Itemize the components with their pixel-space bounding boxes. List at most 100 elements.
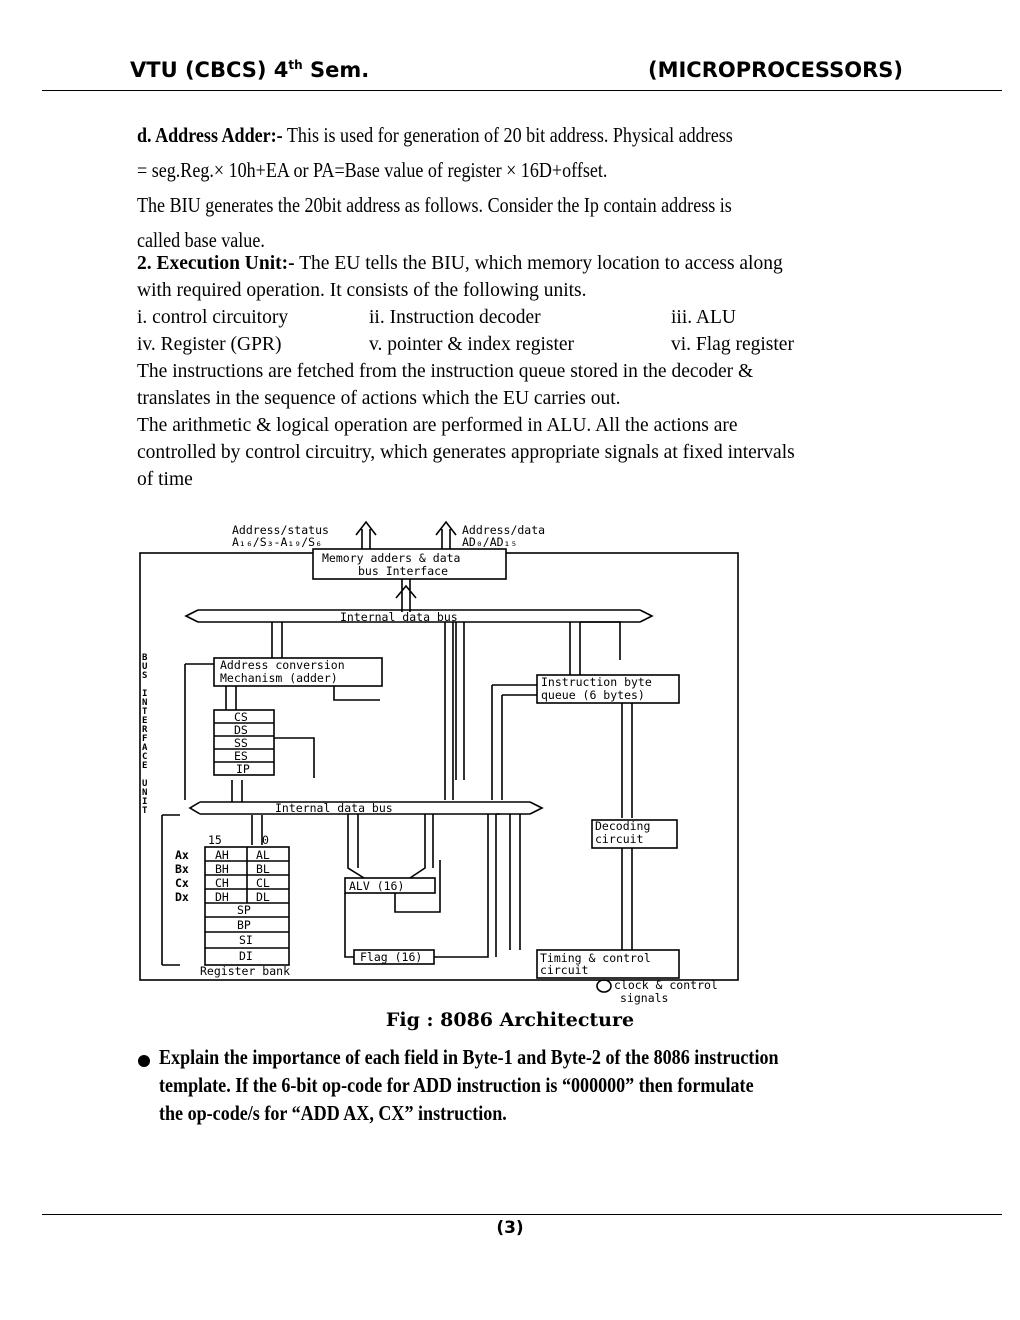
address-conversion-label: Mechanism (adder) — [220, 671, 338, 685]
bit-0-label: 0 — [262, 833, 269, 847]
address-adder-line3: The BIU generates the 20bit address as f… — [137, 193, 732, 217]
gp-high-reg: BH — [215, 862, 229, 876]
instruction-queue-box — [536, 674, 680, 704]
biu-letter: E — [142, 716, 147, 726]
segment-register-block — [213, 709, 275, 776]
address-adder-heading: d. Address Adder:- — [137, 123, 283, 147]
architecture-diagram: Address/status A₁₆/S₃-A₁₉/S₆ Address/dat… — [139, 520, 739, 1005]
alu-box — [344, 877, 436, 894]
internal-data-bus-top — [184, 609, 654, 623]
clock-signals-label: clock & control — [614, 978, 718, 992]
segment-register-label: ES — [234, 749, 248, 763]
pointer-reg: SI — [239, 933, 253, 947]
question-line: template. If the 6-bit op-code for ADD i… — [159, 1073, 754, 1097]
biu-letter: S — [142, 671, 147, 681]
biu-letter: F — [142, 734, 147, 744]
units-row-1: i. control circuitory ii. Instruction de… — [137, 304, 897, 331]
execution-unit-line2: with required operation. It consists of … — [137, 280, 587, 301]
address-adder-line2: = seg.Reg.× 10h+EA or PA=Base value of r… — [137, 158, 608, 182]
biu-letter: I — [142, 689, 147, 699]
pointer-reg: DI — [239, 949, 253, 963]
question-line: the op-code/s for “ADD AX, CX” instructi… — [159, 1101, 507, 1125]
flag-label: Flag (16) — [360, 950, 422, 964]
question-block: Explain the importance of each field in … — [159, 1043, 949, 1127]
gp-register-name: Dx — [175, 890, 189, 904]
address-adder-section: d. Address Adder:- This is used for gene… — [137, 118, 897, 258]
pointer-reg: SP — [237, 903, 251, 917]
address-status-label: Address/status — [232, 523, 329, 537]
paragraph2-line: The arithmetic & logical operation are p… — [137, 415, 738, 436]
address-status-arrow — [355, 520, 377, 549]
biu-letter: I — [142, 797, 147, 807]
memory-interface-box — [312, 548, 507, 580]
unit-item: v. pointer & index register — [369, 334, 575, 355]
gp-low-reg: DL — [256, 890, 270, 904]
unit-item: iii. ALU — [671, 307, 737, 328]
address-data-label: Address/data — [462, 523, 545, 537]
bit-15-label: 15 — [208, 833, 222, 847]
gp-high-reg: CH — [215, 876, 229, 890]
memory-interface-label: Memory adders & data — [322, 551, 460, 565]
memory-interface-label: bus Interface — [358, 564, 448, 578]
timing-label: Timing & control — [540, 951, 651, 965]
unit-item: vi. Flag register — [671, 334, 794, 355]
gp-register-name: Cx — [175, 876, 189, 890]
segment-register-label: DS — [234, 723, 248, 737]
paragraph2-line: of time — [137, 469, 193, 490]
register-bank-label: Register bank — [200, 964, 290, 978]
biu-letter: T — [142, 806, 148, 816]
address-conversion-label: Address conversion — [220, 658, 345, 672]
header-subject: (MICROPROCESSORS) — [648, 58, 903, 82]
biu-letter: N — [142, 698, 147, 708]
biu-letter: C — [142, 752, 147, 762]
unit-item: ii. Instruction decoder — [369, 307, 541, 328]
address-adder-line1: This is used for generation of 20 bit ad… — [282, 123, 733, 147]
biu-letter: R — [142, 725, 148, 735]
unit-item: iv. Register (GPR) — [137, 334, 282, 355]
gp-low-reg: BL — [256, 862, 270, 876]
paragraph1-line: The instructions are fetched from the in… — [137, 361, 754, 382]
biu-letter: U — [142, 779, 147, 789]
biu-letter: A — [142, 743, 148, 753]
execution-unit-heading: 2. Execution Unit:- — [137, 253, 295, 274]
header-title: VTU (CBCS) 4th Sem. — [130, 58, 370, 82]
clock-signals-label: signals — [620, 991, 668, 1005]
execution-unit-section: 2. Execution Unit:- The EU tells the BIU… — [137, 250, 897, 493]
memory-bus-link — [395, 579, 417, 612]
biu-letter: U — [142, 662, 147, 672]
footer-rule — [42, 1214, 1002, 1215]
biu-side-label: B U S I N T E R F A C E U N I T — [142, 653, 148, 816]
execution-unit-line1: The EU tells the BIU, which memory locat… — [294, 253, 783, 274]
alu-label: ALV (16) — [349, 879, 404, 893]
paragraph2-line: controlled by control circuitry, which g… — [137, 442, 795, 463]
timing-label: circuit — [540, 963, 588, 977]
biu-letter: T — [142, 707, 148, 717]
address-status-sub: A₁₆/S₃-A₁₉/S₆ — [232, 535, 322, 549]
address-data-sub: AD₀/AD₁₅ — [462, 535, 517, 549]
segment-register-label: SS — [234, 736, 248, 750]
header-rule — [42, 90, 1002, 91]
pointer-reg: BP — [237, 918, 251, 932]
address-adder-line4: called base value. — [137, 228, 265, 252]
instruction-queue-label: queue (6 bytes) — [541, 688, 645, 702]
decoding-label: Decoding — [595, 819, 650, 833]
biu-letter: N — [142, 788, 147, 798]
internal-data-bus-mid-label: Internal data bus — [275, 801, 393, 815]
figure-caption: Fig : 8086 Architecture — [385, 1009, 635, 1031]
paragraph1-line: translates in the sequence of actions wh… — [137, 388, 621, 409]
gp-low-reg: CL — [256, 876, 270, 890]
address-conversion-box — [213, 657, 383, 687]
page-number: (3) — [496, 1218, 524, 1238]
biu-letter: B — [142, 653, 148, 663]
gp-register-name: Ax — [175, 848, 189, 862]
question-line: Explain the importance of each field in … — [159, 1045, 779, 1069]
gp-low-reg: AL — [256, 848, 270, 862]
decoding-label: circuit — [595, 832, 643, 846]
bullet-icon — [138, 1055, 150, 1067]
segment-register-label: CS — [234, 710, 248, 724]
timing-box — [536, 949, 680, 979]
internal-data-bus-top-label: Internal data bus — [340, 610, 458, 624]
segment-register-label: IP — [236, 762, 250, 776]
decoding-box — [591, 819, 678, 849]
internal-data-bus-mid — [188, 801, 544, 815]
